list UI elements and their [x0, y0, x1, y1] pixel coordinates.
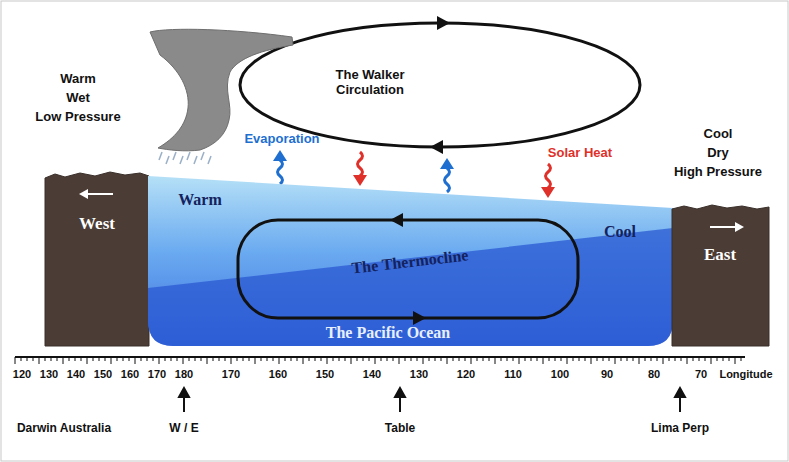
axis-number: 140 — [67, 368, 85, 380]
node-outline — [672, 203, 769, 346]
direction-arrow — [79, 189, 113, 199]
axis-number: 170 — [148, 368, 166, 380]
place-label: Table — [385, 421, 415, 435]
axis-number: 130 — [410, 368, 428, 380]
climate-note: Cool — [704, 126, 733, 141]
solar-heat-arrow — [358, 152, 551, 188]
pacific-ocean: WarmCoolThe ThermoclineThe Pacific Ocean — [148, 170, 673, 346]
land-label: West — [79, 214, 115, 234]
climate-note: Low Pressure — [35, 109, 120, 124]
ocean-name: The Pacific Ocean — [326, 324, 450, 342]
climate-note: Warm — [60, 71, 96, 86]
ocean-water — [148, 176, 673, 346]
rain — [159, 152, 211, 164]
ocean-label: Warm — [178, 191, 222, 209]
climate-note: Wet — [66, 90, 90, 105]
climate-note: Dry — [707, 145, 729, 160]
axis-number: 120 — [457, 368, 475, 380]
solar-heat-arrowhead — [353, 175, 367, 186]
axis-number: 110 — [504, 368, 522, 380]
node-outline — [45, 170, 149, 346]
axis-number: 130 — [40, 368, 58, 380]
axis-ticks — [15, 357, 741, 364]
west-landmass: West — [45, 170, 149, 346]
axis-number: 150 — [94, 368, 112, 380]
axis-number: 120 — [13, 368, 31, 380]
axis-number: 70 — [695, 368, 707, 380]
place-label: Darwin Australia — [17, 421, 111, 435]
place-label: Lima Perp — [651, 421, 709, 435]
land-label: East — [704, 245, 736, 265]
ocean-circulation-loop — [238, 213, 578, 325]
evaporation-arrowhead — [273, 150, 287, 161]
deep-water — [148, 228, 673, 346]
axis-number: 160 — [269, 368, 287, 380]
ocean-label: Cool — [604, 223, 636, 241]
climate-note: High Pressure — [674, 164, 762, 179]
process-label: Solar Heat — [548, 145, 612, 160]
axis-title: Longitude — [719, 368, 772, 380]
process-label: Evaporation — [244, 131, 319, 146]
longitude-axis — [15, 356, 745, 358]
axis-number: 100 — [551, 368, 569, 380]
axis-number: 150 — [316, 368, 334, 380]
land-mass — [45, 172, 149, 346]
direction-arrow — [710, 222, 744, 232]
axis-number: 180 — [175, 368, 193, 380]
axis-number: 80 — [648, 368, 660, 380]
walker-loop — [240, 16, 640, 154]
evaporation-arrowhead — [440, 158, 454, 169]
axis-number: 140 — [363, 368, 381, 380]
place-label: W / E — [169, 421, 198, 435]
land-mass — [672, 205, 769, 346]
solar-heat-arrowhead — [541, 187, 555, 198]
axis-number: 160 — [121, 368, 139, 380]
pointer-arrow — [179, 388, 685, 412]
axis-number: 90 — [601, 368, 613, 380]
east-landmass: East — [672, 203, 769, 346]
circulation-title: The Walker Circulation — [320, 67, 420, 97]
axis-number: 170 — [222, 368, 240, 380]
